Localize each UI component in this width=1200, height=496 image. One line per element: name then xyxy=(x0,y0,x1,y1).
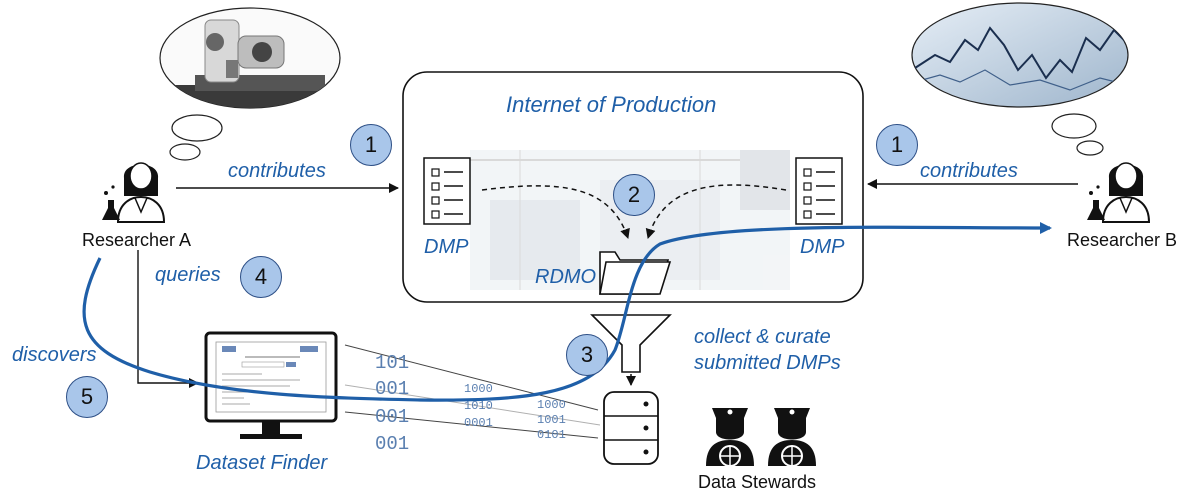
step-2-badge: 2 xyxy=(613,174,655,216)
data-stream-line-top xyxy=(344,344,599,411)
discovers-label: discovers xyxy=(12,344,97,366)
dmp-right-label: DMP xyxy=(800,236,845,258)
bits-001-b: 001 xyxy=(375,406,410,428)
step-4-badge: 4 xyxy=(240,256,282,298)
bits-001-a: 001 xyxy=(375,378,410,400)
researcher-b-label: Researcher B xyxy=(1067,230,1178,250)
queries-arrow xyxy=(137,250,199,388)
monitor-icon xyxy=(204,331,338,439)
discovery-flow-curve xyxy=(82,221,1052,402)
researcher-b-icon xyxy=(1087,162,1151,223)
bits-0001: 0001 xyxy=(464,416,493,430)
funnel-icon xyxy=(590,314,672,373)
researcher-a-icon xyxy=(102,162,166,223)
step-5-badge: 5 xyxy=(66,376,108,418)
step-1-right-badge: 1 xyxy=(876,124,918,166)
bits-1001: 1001 xyxy=(537,413,566,427)
data-stewards-label: Data Stewards xyxy=(698,472,817,492)
dmp-right-document-icon xyxy=(795,157,843,225)
step-1-left-badge: 1 xyxy=(350,124,392,166)
rdmo-label: RDMO xyxy=(535,266,597,288)
contributes-left-label: contributes xyxy=(228,160,326,182)
dmp-right-to-rdmo-arrow xyxy=(645,184,787,239)
thought-bubble-right xyxy=(911,2,1129,156)
bits-1010: 1010 xyxy=(464,399,493,413)
bits-1000: 1000 xyxy=(464,382,493,396)
dmp-left-label: DMP xyxy=(424,236,469,258)
data-stream-line-bottom xyxy=(344,411,599,439)
collect-curate-label: collect & curate xyxy=(694,326,831,348)
data-steward-icon-left xyxy=(706,408,754,467)
submitted-dmps-label: submitted DMPs xyxy=(694,352,841,374)
step-3-badge: 3 xyxy=(566,334,608,376)
bits-1000-b: 1000 xyxy=(537,398,566,412)
bits-101: 101 xyxy=(375,352,410,374)
thought-bubble-left xyxy=(159,7,341,161)
dataset-finder-label: Dataset Finder xyxy=(196,452,328,474)
dmp-left-document-icon xyxy=(423,157,471,225)
queries-label: queries xyxy=(155,264,221,286)
contributes-right-label: contributes xyxy=(920,160,1018,182)
data-stream-line-mid xyxy=(344,384,601,426)
bits-001-c: 001 xyxy=(375,433,410,455)
database-icon xyxy=(603,391,659,465)
bits-0101: 0101 xyxy=(537,428,566,442)
stock-chart-icon xyxy=(914,26,1128,91)
researcher-a-label: Researcher A xyxy=(82,230,192,250)
data-steward-icon-right xyxy=(768,408,816,467)
iop-title: Internet of Production xyxy=(506,92,717,117)
